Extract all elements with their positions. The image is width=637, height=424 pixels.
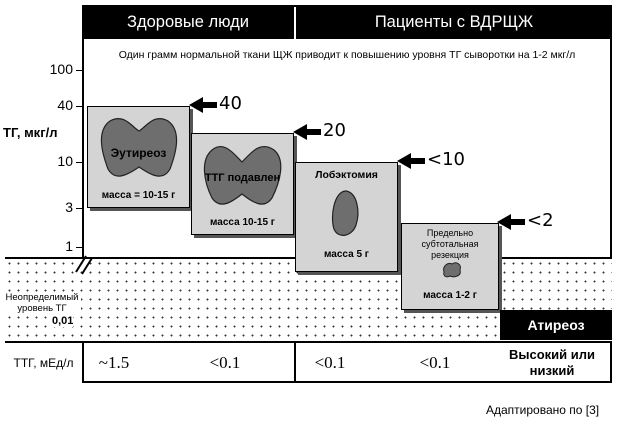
box-title: ТТГ подавлен: [204, 172, 281, 184]
arrow-icon: [189, 97, 217, 113]
arrow-icon: [293, 124, 321, 140]
undetectable-value: 0,01: [52, 315, 74, 327]
y-tick-100: 100: [49, 61, 73, 77]
box-mass: масса = 10-15 г: [101, 190, 176, 201]
tsh-value: Высокий или низкий: [508, 347, 595, 378]
y-tick-mark: [76, 162, 84, 163]
y-tick-1: 1: [65, 238, 73, 254]
tsh-label-divider: [82, 341, 84, 383]
arrow-icon: [497, 214, 525, 230]
box-mass: масса 10-15 г: [210, 217, 275, 228]
box-mass: масса 5 г: [324, 249, 369, 260]
y-tick-mark: [76, 208, 84, 209]
arrow-label: <2: [527, 210, 554, 231]
box-tsh-suppressed: ТТГ подавлен масса 10-15 г: [191, 133, 294, 235]
box-mass: масса 1-2 г: [423, 290, 477, 301]
y-tick-40: 40: [57, 97, 73, 113]
tsh-row-divider: [5, 341, 612, 383]
y-tick-3: 3: [65, 199, 73, 215]
header-patients: Пациенты с ВДРЩЖ: [296, 5, 612, 39]
tsh-column-divider: [294, 341, 296, 383]
y-tick-mark: [76, 70, 84, 71]
thyroid-lobe-icon: [331, 190, 359, 236]
box-title: Предельно субтотальная резекция: [421, 228, 479, 260]
undetectable-label: Неопределимый уровень ТГ: [3, 292, 81, 314]
box-title: Эутиреоз: [110, 146, 167, 160]
y-tick-mark: [76, 106, 84, 107]
arrow-label: <10: [427, 149, 465, 170]
y-tick-mark: [76, 247, 84, 248]
tsh-value: <0.1: [209, 353, 241, 372]
tsh-value: <0.1: [314, 353, 346, 372]
thyroid-gland-icon: [100, 118, 178, 177]
box-title: Лобэктомия: [315, 169, 378, 181]
box-euthyroid: Эутиреоз масса = 10-15 г: [87, 106, 190, 208]
thyroid-gland-icon: [203, 145, 282, 205]
arrow-label: 20: [323, 120, 346, 141]
header-healthy: Здоровые люди: [82, 5, 294, 39]
source-note: Адаптировано по [3]: [486, 403, 600, 417]
box-lobectomy: Лобэктомия масса 5 г: [295, 162, 398, 272]
tsh-row-label: ТТГ, мЕд/л: [13, 356, 74, 370]
y-tick-10: 10: [57, 153, 73, 169]
box-subtotal-resection: Предельно субтотальная резекция масса 1-…: [401, 223, 499, 310]
athyreosis-label: Атиреоз: [500, 310, 612, 340]
arrow-icon: [397, 153, 425, 169]
tsh-value: <0.1: [419, 353, 451, 372]
note-text: Один грамм нормальной ткани ЩЖ приводит …: [118, 49, 576, 61]
axis-break-icon: [75, 255, 93, 275]
tsh-value: ~1.5: [98, 353, 130, 372]
y-axis-label: ТГ, мкг/л: [3, 125, 58, 140]
thyroid-remnant-icon: [443, 262, 461, 278]
arrow-label: 40: [219, 93, 242, 114]
